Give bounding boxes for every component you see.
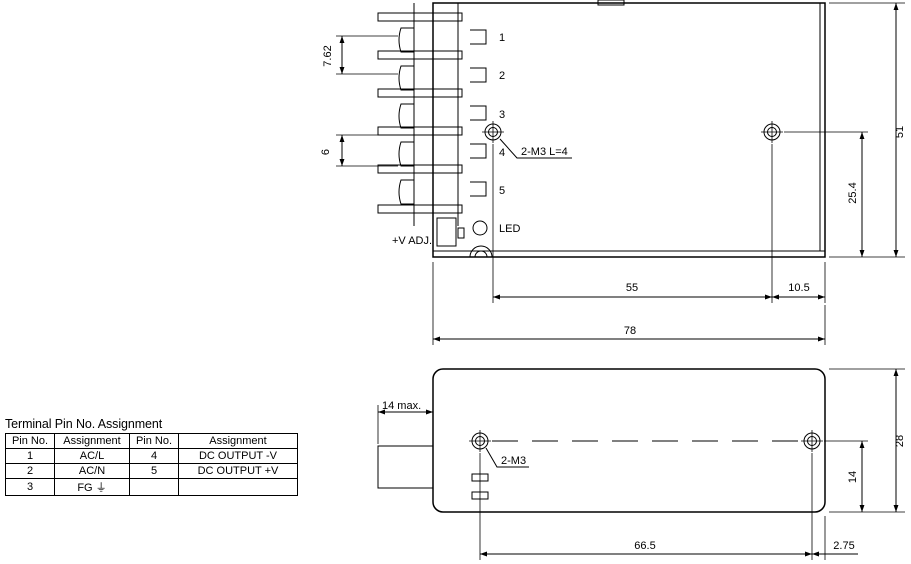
table-row: 1 AC/L 4 DC OUTPUT -V <box>5 448 298 464</box>
side-mount-label: 2-M3 <box>501 455 526 467</box>
table-cell: AC/N <box>54 463 130 479</box>
mount-hole-left <box>482 121 504 143</box>
terminal-number-1: 1 <box>499 32 505 44</box>
top-hole-spacing-dimension-label: 55 <box>626 282 638 294</box>
terminal-number-3: 3 <box>499 109 505 121</box>
pin-assignment-table-section: Terminal Pin No. Assignment Pin No. Assi… <box>5 417 298 496</box>
table-cell: DC OUTPUT +V <box>178 463 298 479</box>
led-indicator <box>472 220 488 236</box>
column-header: Assignment <box>54 433 130 449</box>
terminal-height-dimension: 6 <box>320 134 398 167</box>
terminal-height-dimension-label: 6 <box>320 149 332 155</box>
side-view: 14 max. 2-M3 28 14 <box>377 368 906 560</box>
terminal-number-4: 4 <box>499 147 505 159</box>
table-cell: 2 <box>5 463 55 479</box>
table-cell: DC OUTPUT -V <box>178 448 298 464</box>
top-mount-label: 2-M3 L=4 <box>521 146 568 158</box>
top-length-dimension-label: 78 <box>624 325 636 337</box>
side-hole-spacing-dimension-label: 66.5 <box>634 540 655 552</box>
side-hole-height-dimension-label: 14 <box>847 471 859 483</box>
terminal-number-2: 2 <box>499 70 505 82</box>
top-hole-height-dimension-label: 25.4 <box>847 182 859 203</box>
column-header: Assignment <box>178 433 298 449</box>
table-cell: 1 <box>5 448 55 464</box>
v-adj-potentiometer <box>436 217 457 247</box>
side-height-dimension-label: 28 <box>894 435 906 447</box>
table-cell: 3 <box>5 478 55 496</box>
top-view: 1 2 3 4 5 7.62 6 <box>320 0 906 345</box>
table-cell: AC/L <box>54 448 130 464</box>
column-header: Pin No. <box>129 433 179 449</box>
table-row: 2 AC/N 5 DC OUTPUT +V <box>5 463 298 479</box>
side-mount-hole-left <box>469 430 491 452</box>
table-cell: FG ⏚ <box>54 478 130 496</box>
side-terminal-block <box>377 445 434 489</box>
side-edge-offset-dimension-label: 2.75 <box>833 540 854 552</box>
led-label: LED <box>499 223 520 235</box>
terminal-block <box>377 3 487 226</box>
terminal-number-5: 5 <box>499 185 505 197</box>
table-cell: 5 <box>129 463 179 479</box>
top-view-body <box>432 2 826 258</box>
mount-hole-right <box>761 121 783 143</box>
pin-assignment-table: Pin No. Assignment Pin No. Assignment 1 … <box>5 433 298 496</box>
pitch-dimension-label: 7.62 <box>322 45 334 66</box>
table-cell <box>129 478 179 496</box>
top-edge-offset-dimension-label: 10.5 <box>788 282 809 294</box>
table-header-row: Pin No. Assignment Pin No. Assignment <box>5 433 298 449</box>
table-row: 3 FG ⏚ <box>5 478 298 496</box>
v-adj-label: +V ADJ. <box>392 235 432 247</box>
column-header: Pin No. <box>5 433 55 449</box>
top-height-dimension-label: 51 <box>894 126 906 138</box>
table-cell: 4 <box>129 448 179 464</box>
pitch-dimension: 7.62 <box>322 35 398 75</box>
table-cell <box>178 478 298 496</box>
terminal-protrusion-label: 14 max. <box>382 400 421 412</box>
side-mount-hole-right <box>801 430 823 452</box>
pin-table-title: Terminal Pin No. Assignment <box>5 417 163 431</box>
